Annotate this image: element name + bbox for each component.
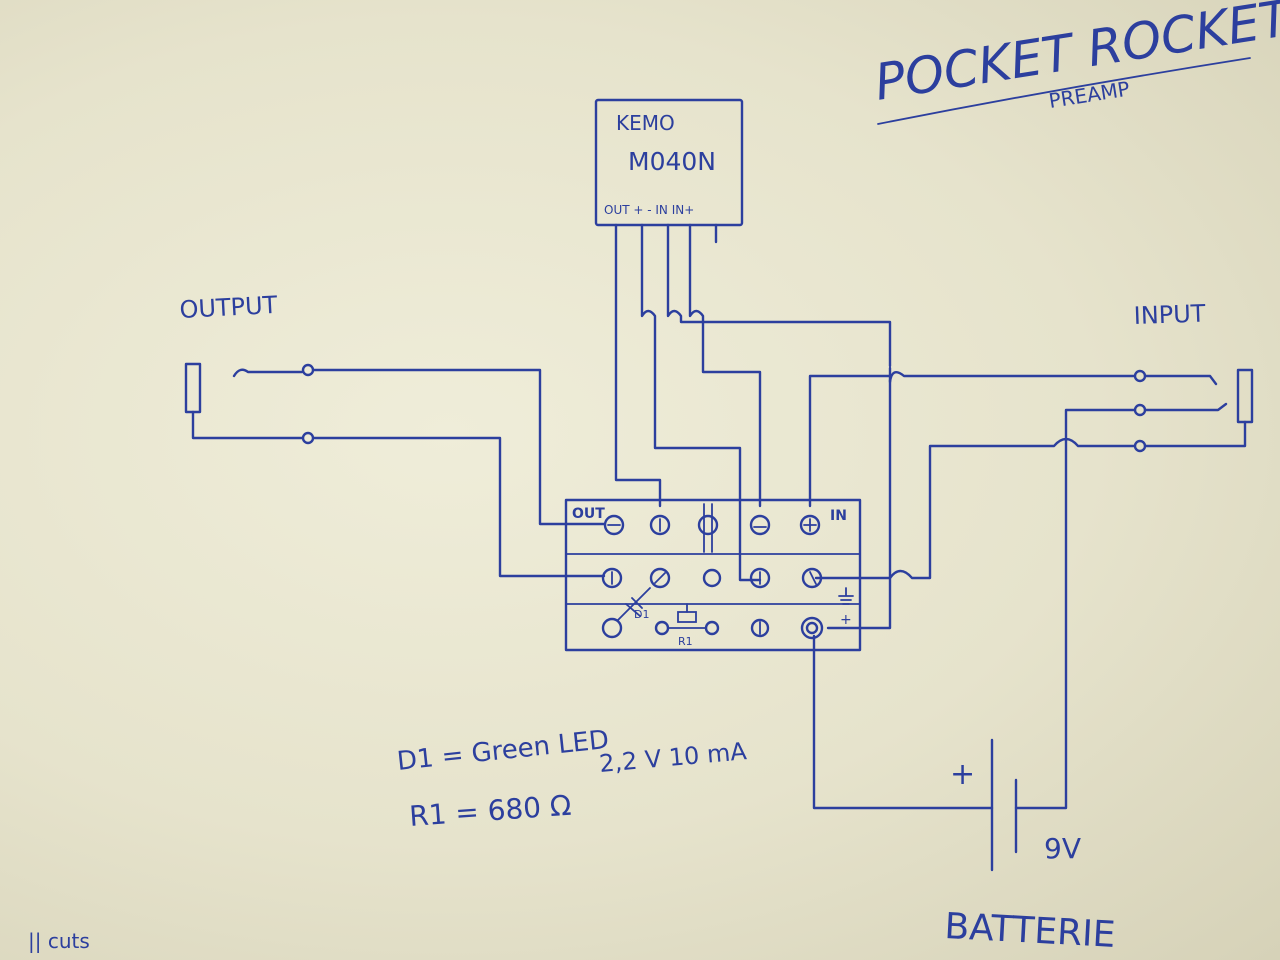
input-terminal-2 — [1133, 403, 1147, 417]
module-pins: OUT + - IN IN+ — [604, 203, 694, 217]
board-plus-wire — [826, 378, 892, 630]
board-ground-symbol — [838, 587, 854, 605]
output-signal-wire — [312, 368, 606, 526]
battery-label: BATTERIE — [944, 906, 1117, 956]
output-tip-terminal — [301, 363, 315, 377]
module-brand: KEMO — [616, 111, 675, 135]
module-model: M040N — [628, 147, 716, 176]
note-r1: R1 = 680 Ω — [408, 789, 572, 833]
output-sleeve-terminal — [301, 431, 315, 445]
title-underline — [877, 57, 1251, 125]
resistor-r1-mark: R1 — [678, 635, 693, 648]
led-d1-mark: D1 — [634, 608, 649, 621]
input-ground-wire — [814, 437, 1136, 580]
board-plus-label: + — [840, 612, 852, 628]
input-terminal-1 — [1133, 369, 1147, 383]
input-switch-wire — [1014, 408, 1136, 810]
input-jack — [1236, 368, 1254, 424]
stripboard — [564, 498, 862, 652]
input-signal-wire — [808, 366, 1136, 508]
board-out-label: OUT — [572, 506, 605, 522]
led-d1 — [617, 587, 651, 621]
corner-note: || cuts — [28, 929, 90, 953]
note-d1-spec: 2,2 V 10 mA — [598, 737, 748, 778]
battery-plus-wire — [812, 634, 994, 810]
input-terminal-3 — [1133, 439, 1147, 453]
note-d1: D1 = Green LED — [396, 725, 611, 777]
output-jack-tip-wire — [232, 368, 304, 378]
output-jack — [184, 362, 202, 414]
input-jack-leads — [1143, 374, 1247, 448]
battery-plus-sign: + — [950, 757, 975, 792]
output-sleeve-wire — [191, 410, 304, 440]
module-leads — [614, 223, 892, 582]
output-label: OUTPUT — [179, 291, 278, 324]
input-label: INPUT — [1133, 299, 1206, 329]
resistor-r1 — [677, 611, 697, 623]
battery-voltage: 9V — [1044, 832, 1081, 865]
resistor-r1-leads — [667, 603, 707, 629]
board-in-label: IN — [830, 508, 847, 524]
output-ground-wire — [312, 436, 606, 578]
